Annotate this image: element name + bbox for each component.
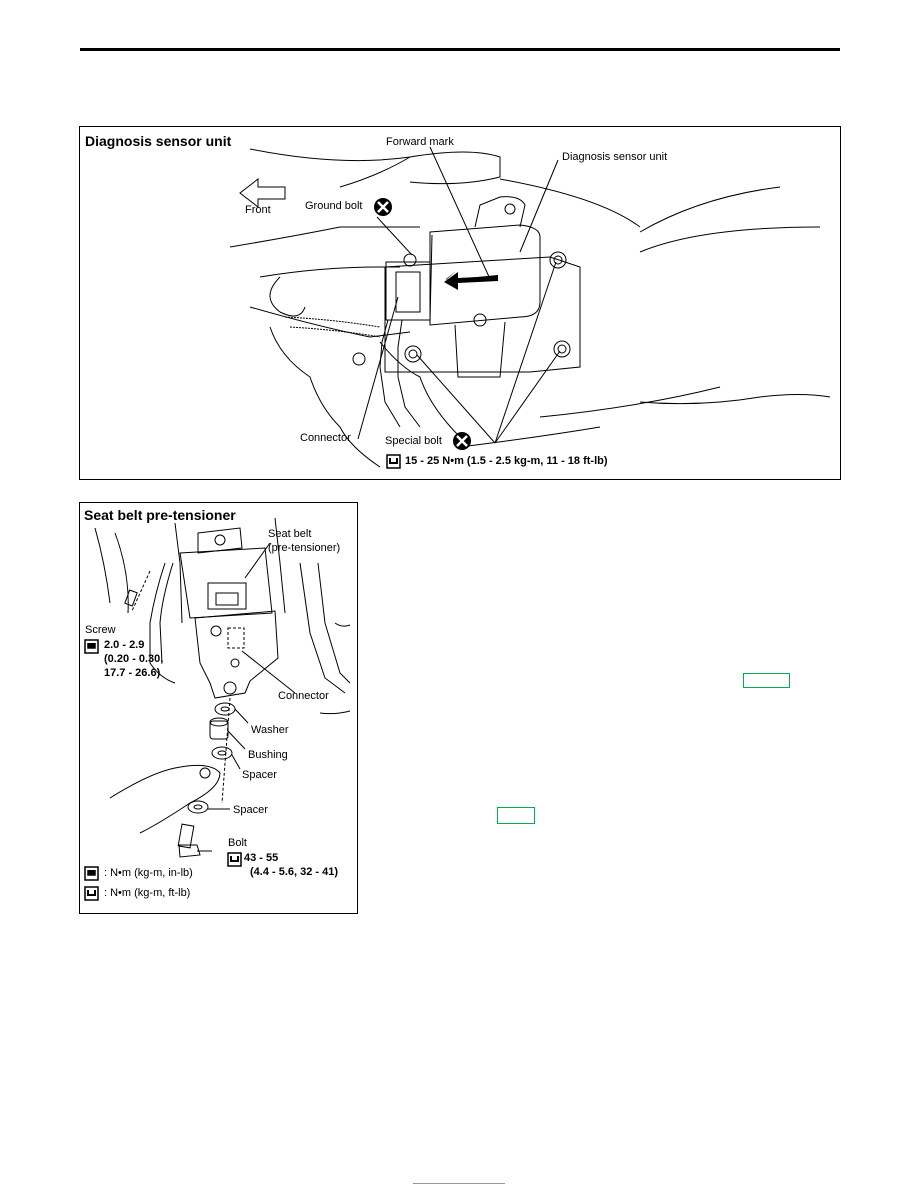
screw-label: Screw <box>85 624 116 636</box>
connector-label: Connector <box>300 432 351 444</box>
legend-inlb-icon <box>84 866 99 881</box>
screw-torque-2: (0.20 - 0.30, <box>104 653 164 665</box>
ground-bolt-x-icon <box>374 198 392 216</box>
forward-mark-label: Forward mark <box>386 136 454 148</box>
reference-link-2[interactable] <box>497 807 535 824</box>
spacer-label-1: Spacer <box>242 769 277 781</box>
diagnosis-sensor-panel: Diagnosis sensor unit Front Forward mark… <box>79 126 841 480</box>
special-bolt-label: Special bolt <box>385 435 442 447</box>
spacer-label-2: Spacer <box>233 804 268 816</box>
seatbelt-illustration <box>84 517 351 901</box>
torque-wrench-icon-inlb <box>84 639 99 654</box>
seatbelt-pretensioner-panel: Seat belt pre-tensioner Seat belt (pre-t… <box>79 502 358 914</box>
bolt-torque-2: (4.4 - 5.6, 32 - 41) <box>250 866 339 878</box>
bolt-label: Bolt <box>228 837 247 849</box>
torque-wrench-icon <box>386 454 401 469</box>
footer-rule <box>413 1183 505 1184</box>
reference-link-1[interactable] <box>743 673 790 688</box>
diagnosis-sensor-illustration <box>229 146 831 469</box>
legend-inlb: : N•m (kg-m, in-lb) <box>104 867 193 879</box>
unit-label: Diagnosis sensor unit <box>562 151 668 163</box>
front-label: Front <box>245 204 271 216</box>
legend-ftlb: : N•m (kg-m, ft-lb) <box>104 887 191 899</box>
seatbelt-label-line1: Seat belt <box>268 528 312 540</box>
screw-torque-1: 2.0 - 2.9 <box>104 639 145 651</box>
screw-torque-3: 17.7 - 26.6) <box>104 667 161 679</box>
bushing-label: Bushing <box>248 749 288 761</box>
torque-spec: 15 - 25 N•m (1.5 - 2.5 kg-m, 11 - 18 ft-… <box>405 455 608 467</box>
bolt-torque-1: 43 - 55 <box>244 852 279 864</box>
connector-label: Connector <box>278 690 329 702</box>
special-bolt-x-icon <box>453 432 471 450</box>
seatbelt-label-line2: (pre-tensioner) <box>268 542 341 554</box>
header-rule <box>80 48 840 51</box>
ground-bolt-label: Ground bolt <box>305 200 363 212</box>
torque-wrench-icon-ftlb <box>227 852 242 867</box>
washer-label: Washer <box>251 724 289 736</box>
legend-ftlb-icon <box>84 886 99 901</box>
panel-title: Diagnosis sensor unit <box>85 133 232 149</box>
panel-title: Seat belt pre-tensioner <box>84 507 236 523</box>
